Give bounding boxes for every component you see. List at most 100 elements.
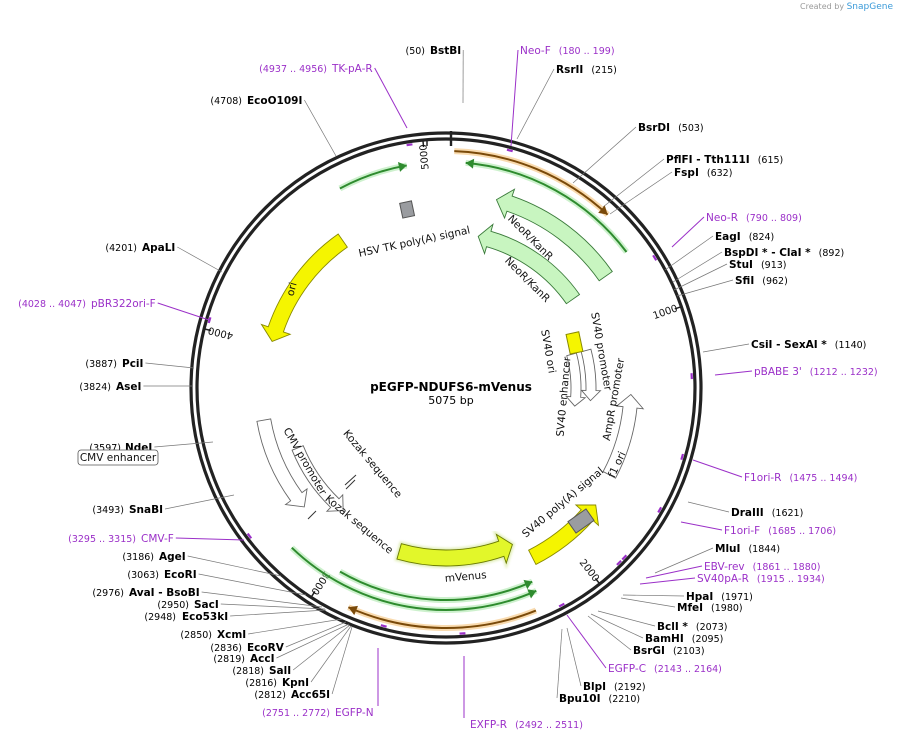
enzyme-site[interactable]: AgeI(3186) — [122, 551, 185, 563]
primer-name: EXFP-R — [470, 719, 507, 731]
enzyme-position: (2818) — [232, 666, 264, 677]
enzyme-position: (3063) — [127, 570, 159, 581]
primer-site[interactable]: pBR322ori-F(4028 .. 4047) — [18, 298, 156, 310]
enzyme-position: (3887) — [85, 359, 117, 370]
enzyme-name: EcoO109I — [247, 95, 302, 107]
enzyme-position: (1140) — [835, 340, 867, 351]
enzyme-site[interactable]: MfeI(1980) — [677, 602, 743, 614]
enzyme-name: PciI — [122, 358, 143, 370]
enzyme-site[interactable]: BstBI(50) — [405, 45, 461, 57]
enzyme-site[interactable]: EcoRV(2836) — [210, 642, 284, 654]
primer-position: (2492 .. 2511) — [515, 720, 583, 731]
enzyme-site[interactable]: AseI(3824) — [79, 381, 141, 393]
enzyme-site[interactable]: Bpu10I(2210) — [559, 693, 640, 705]
enzyme-leader — [673, 263, 728, 291]
enzyme-site[interactable]: SfiI(962) — [735, 275, 788, 287]
enzyme-site[interactable]: BclI *(2073) — [657, 621, 727, 633]
green-arc-top-head — [465, 158, 475, 169]
green-arc-bottom — [291, 546, 537, 611]
primer-position: (4937 .. 4956) — [259, 64, 327, 75]
hsv-tk-polya-box — [399, 200, 416, 219]
orange-arc-bottom-head — [348, 605, 358, 616]
primer-position: (1915 .. 1934) — [757, 574, 825, 585]
primer-position: (2143 .. 2164) — [654, 664, 722, 675]
primer-site[interactable]: EGFP-N(2751 .. 2772) — [262, 707, 373, 719]
enzyme-site[interactable]: BsrDI(503) — [638, 122, 704, 134]
enzyme-site[interactable]: HpaI(1971) — [686, 591, 753, 603]
primer-leader — [157, 302, 210, 321]
enzyme-position: (2950) — [157, 600, 189, 611]
kozak-mark-1b — [345, 479, 356, 490]
primer-site[interactable]: SV40pA-R(1915 .. 1934) — [697, 573, 825, 585]
enzyme-site[interactable]: BsrGI(2103) — [633, 645, 705, 657]
enzyme-site[interactable]: PciI (3887) — [85, 358, 143, 370]
enzyme-name: AseI — [116, 381, 141, 393]
enzyme-leader — [609, 171, 673, 215]
feature-label: mVenus — [444, 569, 487, 585]
primer-site[interactable]: Neo-F(180 .. 199) — [520, 45, 615, 57]
primer-leader — [692, 459, 743, 478]
enzyme-site[interactable]: SalI(2818) — [232, 665, 291, 677]
primer-name: Neo-R — [706, 212, 738, 224]
enzyme-position: (3186) — [122, 552, 154, 563]
enzyme-site[interactable]: DraIII(1621) — [731, 507, 803, 519]
enzyme-site[interactable]: BspDI * - ClaI *(892) — [724, 247, 844, 259]
features-layer — [256, 148, 645, 631]
enzyme-name: MluI — [715, 543, 740, 555]
primer-site[interactable]: F1ori-F(1685 .. 1706) — [724, 525, 836, 537]
enzyme-leader — [566, 627, 582, 687]
tick-mark — [310, 590, 316, 598]
primer-site[interactable]: TK-pA-R (4937 .. 4956) — [259, 63, 373, 75]
primer-name: EGFP-C — [608, 663, 646, 675]
primer-site[interactable]: CMV-F(3295 .. 3315) — [68, 533, 174, 545]
enzyme-site[interactable]: SacI (2950) — [157, 599, 218, 611]
enzyme-site[interactable]: XcmI(2850) — [180, 629, 246, 641]
primer-name: EBV-rev — [704, 561, 745, 573]
enzyme-position: (1980) — [711, 603, 743, 614]
enzyme-site[interactable]: AvaI - BsoBI(2976) — [92, 587, 199, 599]
primer-site[interactable]: Neo-R(790 .. 809) — [706, 212, 802, 224]
enzyme-site[interactable]: MluI(1844) — [715, 543, 780, 555]
enzyme-site[interactable]: BlpI(2192) — [583, 681, 646, 693]
enzyme-site[interactable]: EagI(824) — [715, 231, 774, 243]
enzyme-site[interactable]: CsiI - SexAI *(1140) — [751, 339, 866, 351]
enzyme-site[interactable]: AccI(2819) — [213, 653, 274, 665]
primer-site[interactable]: EXFP-R (2492 .. 2511) — [470, 719, 583, 731]
enzyme-site[interactable]: EcoRI(3063) — [127, 569, 196, 581]
orange-arc-top-head — [598, 205, 608, 215]
enzyme-leader — [310, 625, 352, 683]
primer-name: pBABE 3' — [754, 366, 802, 378]
enzyme-site[interactable]: ApaLI(4201) — [105, 242, 175, 254]
enzyme-site[interactable]: Eco53kI(2948) — [144, 611, 228, 623]
primer-site[interactable]: F1ori-R(1475 .. 1494) — [744, 472, 857, 484]
enzyme-leader — [672, 251, 723, 283]
primer-site[interactable]: EGFP-C (2143 .. 2164) — [608, 663, 722, 675]
feature-label: Kozak sequence — [340, 428, 404, 501]
enzyme-position: (2850) — [180, 630, 212, 641]
kozak-mark-2 — [307, 510, 317, 520]
enzyme-site[interactable]: BamHI(2095) — [645, 633, 723, 645]
primer-site[interactable]: pBABE 3'(1212 .. 1232) — [754, 366, 878, 378]
enzyme-site[interactable]: EcoO109I(4708) — [210, 95, 302, 107]
primer-name: TK-pA-R — [331, 63, 373, 75]
primer-site[interactable]: EBV-rev(1861 .. 1880) — [704, 561, 821, 573]
enzyme-leader — [177, 246, 223, 273]
enzyme-site[interactable]: StuI(913) — [729, 259, 787, 271]
enzyme-position: (2103) — [673, 646, 705, 657]
orange-arc-bottom — [347, 606, 537, 629]
sv40-promoter-arrow — [580, 348, 602, 402]
enzyme-position: (2210) — [609, 694, 641, 705]
enzyme-site[interactable]: PflFI - Tth111I(615) — [666, 154, 783, 166]
enzyme-site[interactable]: RsrII(215) — [556, 64, 617, 76]
enzyme-site[interactable]: Acc65I(2812) — [254, 689, 330, 701]
enzyme-site[interactable]: SnaBI(3493) — [92, 504, 163, 516]
enzyme-name: SacI — [194, 599, 219, 611]
primer-marker — [558, 602, 565, 608]
primer-marker — [621, 554, 628, 561]
enzyme-site[interactable]: KpnI(2816) — [245, 677, 309, 689]
enzyme-name: HpaI — [686, 591, 713, 603]
enzyme-site[interactable]: FspI(632) — [674, 167, 732, 179]
enzyme-name: BclI * — [657, 621, 688, 633]
enzyme-position: (615) — [758, 155, 784, 166]
enzyme-leader — [285, 621, 347, 648]
